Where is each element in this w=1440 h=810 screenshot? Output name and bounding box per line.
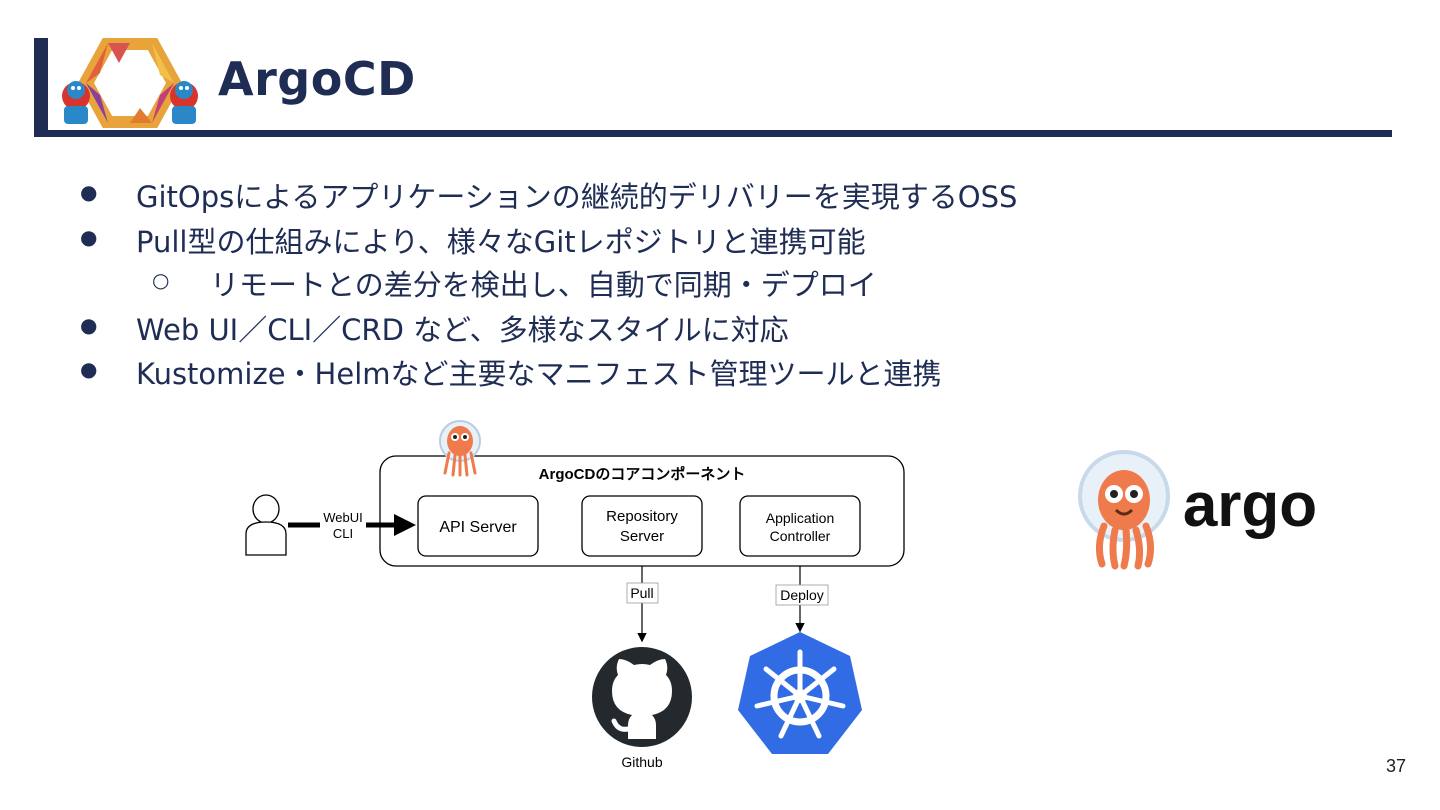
page-number: 37 (1385, 756, 1406, 776)
container-title: ArgoCDのコアコンポーネント (539, 465, 746, 483)
event-logo-icon (62, 38, 198, 128)
bullet-marker: ● (80, 180, 98, 204)
repository-server-label: Server (620, 528, 664, 545)
bullet-marker: ● (80, 357, 98, 381)
github-label: Github (621, 754, 662, 770)
repository-server-label: Repository (606, 508, 678, 525)
title-accent-bar (34, 38, 48, 136)
bullet-marker: ○ (152, 268, 170, 292)
pull-label: Pull (630, 585, 653, 601)
bullet-text: Pull型の仕組みにより、様々なGitレポジトリと連携可能 (136, 225, 866, 259)
github-icon (592, 647, 692, 747)
user-icon (245, 494, 287, 556)
application-controller-label: Controller (770, 528, 831, 544)
webui-label: WebUI (323, 510, 363, 525)
bullet-text: Kustomize・Helmなど主要なマニフェスト管理ツールと連携 (136, 357, 942, 391)
bullet-text: Web UI／CLI／CRD など、多様なスタイルに対応 (136, 313, 789, 347)
slide-title: ArgoCD (218, 52, 416, 106)
argo-mascot-icon (1078, 450, 1170, 570)
api-server-label: API Server (439, 519, 517, 536)
argo-wordmark: argo (1183, 471, 1317, 540)
repository-server-box (581, 495, 703, 557)
kubernetes-icon (738, 632, 862, 754)
user-arrow-head (394, 514, 416, 536)
application-controller-label: Application (766, 510, 835, 526)
bullet-marker: ● (80, 313, 98, 337)
api-server-box (417, 495, 539, 557)
bullet-marker: ● (80, 225, 98, 249)
application-controller-box (739, 495, 861, 557)
deploy-label: Deploy (780, 587, 824, 603)
bullet-text: GitOpsによるアプリケーションの継続的デリバリーを実現するOSS (136, 180, 1018, 214)
title-underline (34, 130, 1392, 137)
bullet-text: リモートとの差分を検出し、自動で同期・デプロイ (210, 268, 877, 302)
cli-label: CLI (333, 526, 353, 541)
argo-mascot-small-icon (439, 420, 481, 477)
